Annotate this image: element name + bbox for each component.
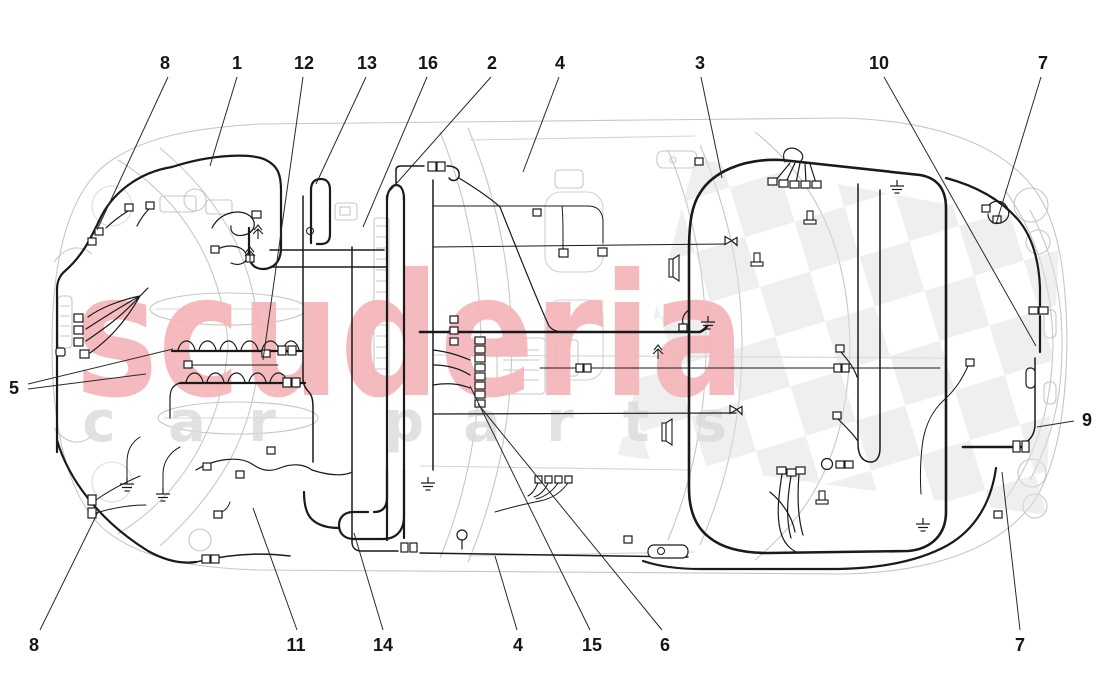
callout-leader-8 [39,509,100,631]
callout-label-6-17: 6 [660,635,670,655]
callout-leader-4 [522,76,560,173]
callout-label-13-3: 13 [357,53,377,73]
sub-watermark-letter-6: t [623,390,650,455]
callout-label-12-2: 12 [294,53,314,73]
callout-label-7-18: 7 [1015,635,1025,655]
callout-label-4-6: 4 [555,53,565,73]
checkered-flag-watermark [618,158,1060,515]
callout-leader-6 [477,403,663,631]
callout-leader-12 [262,76,304,361]
callout-leader-11 [252,507,298,631]
callout-leader-4 [494,555,518,631]
callout-leader-15 [469,385,591,631]
callout-leader-13 [315,76,367,185]
callout-label-11-13: 11 [286,635,305,655]
callout-label-5-10: 5 [9,378,19,398]
callout-label-9-11: 9 [1082,410,1092,430]
sub-watermark-letter-7: s [693,390,726,455]
callout-leader-14 [353,532,384,631]
callout-layer: 8 1 12 13 16 2 4 3 10 7 5 9 8 11 14 4 15 6 7 [9,53,1092,655]
callout-leader-1 [209,76,238,167]
callout-label-10-8: 10 [869,53,889,73]
callout-leader-16 [362,76,428,228]
callout-label-4-15: 4 [513,635,523,655]
wiring-harness [55,147,1042,571]
callout-label-2-5: 2 [487,53,497,73]
callout-leader-10 [883,76,1037,347]
sub-watermark-letter-1: a [168,390,206,455]
sub-watermark-letter-0: c [82,390,115,455]
callout-leader-7 [1001,471,1021,631]
harness-connectors [55,157,1049,564]
callout-leader-8 [96,76,169,231]
callout-leader-7 [995,76,1042,225]
brand-watermark: scuderia [75,238,745,436]
callout-label-8-0: 8 [160,53,170,73]
callout-leader-3 [700,76,723,179]
callout-label-1-1: 1 [232,53,242,73]
callout-leader-5 [27,373,147,390]
callout-label-7-9: 7 [1038,53,1048,73]
callout-leader-9 [1036,420,1075,428]
callout-label-3-7: 3 [695,53,705,73]
callout-label-8-12: 8 [29,635,39,655]
callout-leader-5 [27,348,174,385]
sub-watermark-letter-2: r [248,390,276,455]
callout-label-16-4: 16 [418,53,438,73]
sub-watermark-letter-5: r [546,390,574,455]
callout-label-15-16: 15 [582,635,602,655]
callout-label-14-14: 14 [373,635,393,655]
callout-leader-2 [387,76,492,194]
